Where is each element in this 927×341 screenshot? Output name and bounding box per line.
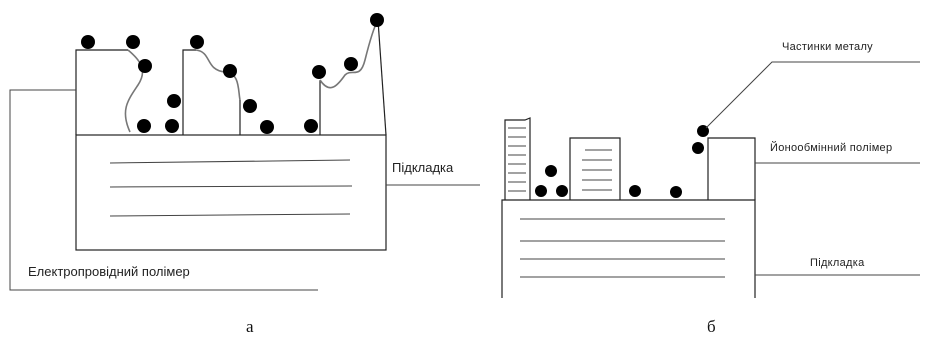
metal-particle xyxy=(692,142,704,154)
caption-b: б xyxy=(707,317,716,336)
metal-particle xyxy=(545,165,557,177)
metal-particle xyxy=(126,35,140,49)
polymer-column-b-1 xyxy=(504,117,531,200)
substrate-block-b xyxy=(501,199,756,298)
metal-particle xyxy=(190,35,204,49)
metal-particle xyxy=(629,185,641,197)
metal-particle xyxy=(370,13,384,27)
metal-particle xyxy=(344,57,358,71)
metal-particle xyxy=(304,119,318,133)
metal-particle xyxy=(260,120,274,134)
particles-leader-b xyxy=(705,61,920,129)
metal-particle xyxy=(243,99,257,113)
substrate-label-a: Підкладка xyxy=(392,160,454,175)
polymer-leader-a xyxy=(9,89,318,291)
metal-particle xyxy=(556,185,568,197)
metal-particle xyxy=(697,125,709,137)
polymer-curve-a-3 xyxy=(319,19,379,89)
polymer-label-b: Йонообмінний полімер xyxy=(770,141,892,154)
metal-particle xyxy=(535,185,547,197)
metal-particle xyxy=(81,35,95,49)
substrate-label-b: Підкладка xyxy=(810,257,865,269)
polymer-block-b-3 xyxy=(707,137,756,200)
substrate-line-a-2 xyxy=(109,185,353,188)
metal-particle xyxy=(167,94,181,108)
polymer-column-a-2 xyxy=(182,49,196,135)
metal-particle xyxy=(138,59,152,73)
substrate-block-a xyxy=(75,134,387,251)
substrate-line-a-1 xyxy=(109,159,351,164)
polymer-column-a-1 xyxy=(75,49,128,135)
metal-particle xyxy=(165,119,179,133)
metal-particle xyxy=(137,119,151,133)
polymer-block-b-2 xyxy=(569,137,621,200)
metal-particle xyxy=(670,186,682,198)
substrate-line-a-3 xyxy=(109,213,351,217)
metal-particle xyxy=(223,64,237,78)
figure-a: Підкладка Електропровідний полімер а xyxy=(9,13,480,336)
particles-label-b: Частинки металу xyxy=(782,41,873,53)
metal-particle xyxy=(312,65,326,79)
figure-b: Частинки металу Йонообмінний полімер Під… xyxy=(501,41,920,336)
polymer-curve-a-1 xyxy=(124,49,144,133)
polymer-edge-a xyxy=(377,19,387,136)
caption-a: а xyxy=(246,317,254,336)
polymer-label-a: Електропровідний полімер xyxy=(28,264,190,279)
